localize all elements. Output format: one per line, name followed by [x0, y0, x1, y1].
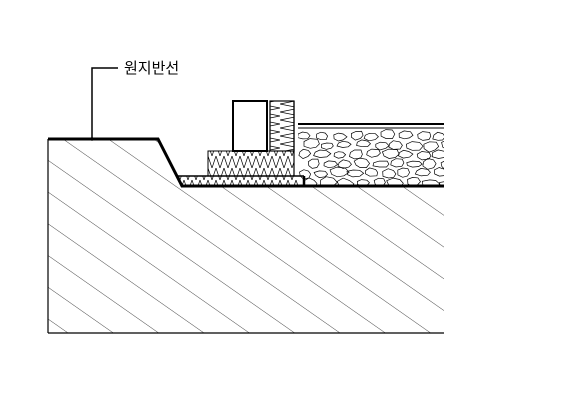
gravel-stone: [386, 177, 404, 186]
gravel-stone: [307, 158, 320, 169]
gravel-stone: [388, 140, 403, 150]
gravel-stone: [333, 151, 347, 159]
gravel-stone: [316, 131, 329, 141]
gravel-stone: [406, 160, 423, 168]
gravel-stone: [380, 129, 396, 139]
gravel-stone: [329, 166, 350, 178]
gravel-stone: [441, 140, 444, 149]
gravel-stone: [319, 176, 338, 186]
gravel-stone: [440, 160, 444, 170]
gravel-stone: [336, 177, 355, 186]
gravel-stone: [398, 130, 414, 140]
block-insulation: [269, 100, 295, 176]
gravel-stone: [356, 139, 372, 148]
gravel-stone: [417, 131, 432, 141]
gravel-stone: [406, 141, 424, 151]
callout-label: 원지반선: [124, 59, 179, 77]
gravel-stone: [351, 130, 364, 141]
gravel-stone: [416, 151, 432, 161]
callout-dot: [90, 137, 94, 141]
gravel-stone: [372, 160, 390, 168]
gravel-stone: [365, 167, 378, 177]
callout-leader: [91, 67, 118, 139]
gravel-stone: [423, 141, 440, 153]
gravel-stone: [366, 148, 381, 158]
gravel-stone: [321, 142, 334, 150]
gravel-stone: [375, 141, 390, 151]
original-ground-line: [48, 137, 444, 188]
callout: 원지반선: [90, 59, 179, 141]
gravel-stone: [363, 132, 379, 142]
gravel-stone: [433, 167, 444, 177]
gravel-stone: [353, 157, 371, 168]
gravel-stone: [298, 148, 312, 160]
gravel-stone: [432, 131, 444, 141]
gravel-stone: [333, 132, 348, 142]
insulation-layer: [175, 150, 305, 187]
gravel-stone: [323, 160, 339, 169]
gravel-stone: [381, 148, 400, 159]
gravel-stone: [398, 149, 414, 159]
curb-block: [232, 100, 268, 152]
gravel-stone: [422, 158, 437, 170]
gravel-stone: [439, 181, 444, 186]
gravel-stone: [313, 149, 332, 158]
gravel-stone: [336, 140, 352, 148]
gravel-stone: [382, 168, 397, 179]
gravel-stone: [397, 167, 410, 178]
gravel-stone: [337, 159, 352, 169]
gravel-stone: [431, 149, 444, 159]
gravel-stone: [414, 168, 431, 177]
gravel-fill: [298, 123, 444, 186]
gravel-stone: [390, 158, 405, 168]
gravel-stone: [303, 138, 320, 149]
gravel-stone: [421, 179, 440, 186]
gravel-stone: [313, 170, 329, 178]
gravel-stone: [298, 131, 311, 140]
gravel-stone: [346, 169, 365, 178]
